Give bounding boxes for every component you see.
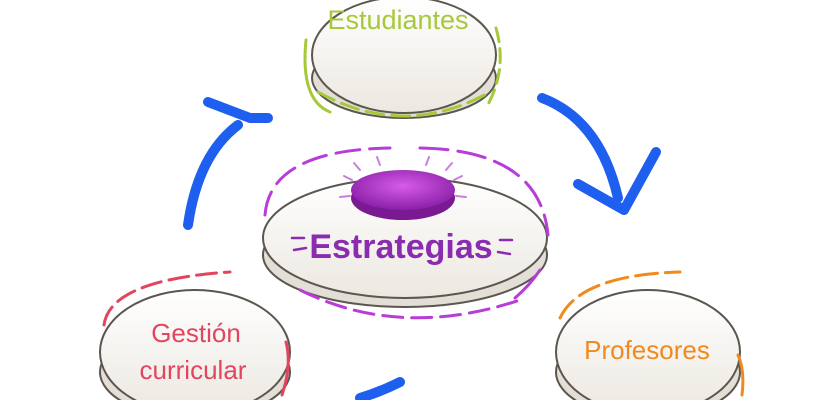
node-estudiantes-label: Estudiantes — [327, 5, 468, 35]
node-profesores-label: Profesores — [584, 335, 710, 365]
node-profesores: Profesores — [555, 270, 745, 400]
arrow-gestion-to-estudiantes-icon — [183, 97, 273, 230]
node-estrategias-label: Estrategias — [309, 228, 492, 266]
node-gestion-label-line1: Gestión — [151, 318, 241, 348]
arrow-profesores-to-gestion-icon — [355, 377, 405, 400]
node-estrategias: Estrategias — [262, 146, 550, 320]
node-gestion-curricular: Gestión curricular — [99, 270, 291, 400]
arrow-estudiantes-to-profesores-icon — [537, 93, 661, 215]
node-estudiantes: Estudiantes — [303, 0, 502, 119]
center-button-icon — [339, 156, 467, 220]
node-gestion-label-line2: curricular — [140, 355, 247, 385]
